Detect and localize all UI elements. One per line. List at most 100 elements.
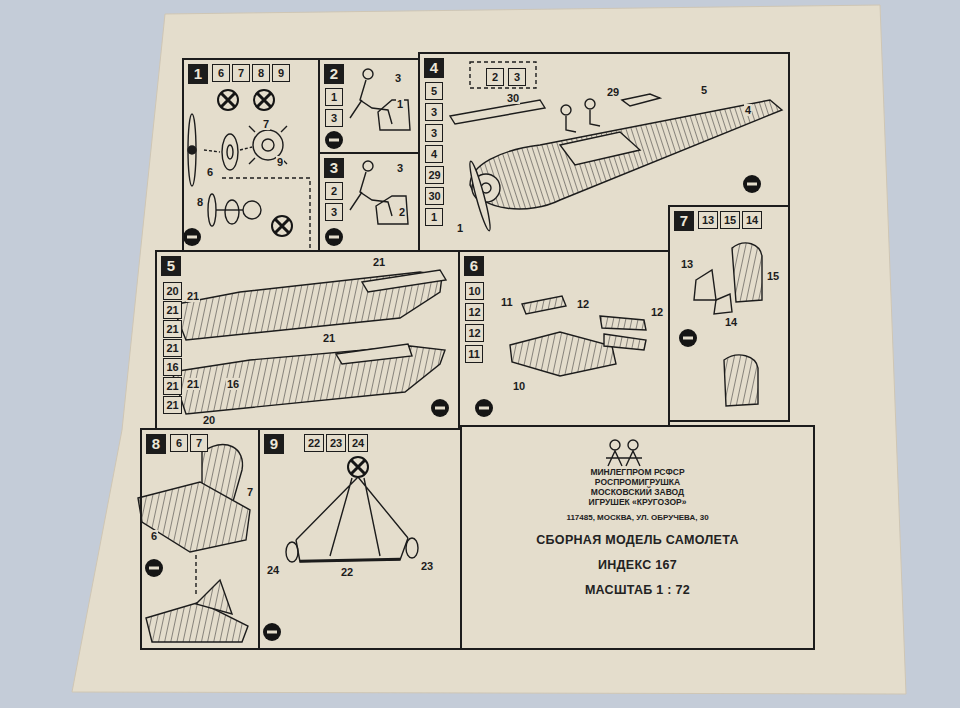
step-panel: 16789	[182, 58, 320, 252]
part-number-box: 1	[425, 208, 443, 226]
step-number: 4	[424, 58, 444, 78]
callout-number: 2	[398, 206, 406, 218]
part-number: 6	[218, 67, 224, 79]
part-number: 5	[431, 85, 437, 97]
callout-number: 24	[266, 564, 280, 576]
part-number-box: 21	[163, 377, 182, 395]
part-number: 12	[468, 306, 480, 318]
callout-number: 1	[456, 222, 464, 234]
callout-number: 30	[506, 92, 520, 104]
part-number-box: 21	[163, 320, 182, 338]
callout-number: 7	[262, 118, 270, 130]
callout-number: 6	[150, 530, 158, 542]
part-number: 24	[352, 437, 364, 449]
part-number-box: 7	[232, 64, 250, 82]
part-number-box: 12	[465, 324, 484, 342]
callout-number: 13	[680, 258, 694, 270]
part-number: 21	[166, 380, 178, 392]
callout-number: 3	[394, 72, 402, 84]
step-number: 3	[324, 158, 344, 178]
part-number: 22	[308, 437, 320, 449]
part-number: 3	[331, 112, 337, 124]
part-number: 6	[176, 437, 182, 449]
part-number-box: 14	[742, 211, 762, 229]
part-number: 14	[746, 214, 758, 226]
part-number-box: 10	[465, 282, 484, 300]
part-number-box: 1	[325, 88, 343, 106]
part-number-box: 24	[348, 434, 368, 452]
part-number: 13	[702, 214, 714, 226]
callout-number: 29	[606, 86, 620, 98]
part-number-box: 16	[163, 358, 182, 376]
step-number: 7	[674, 211, 694, 231]
step-panel: 9 22 23 24	[258, 428, 462, 650]
part-number-box: 6	[170, 434, 188, 452]
part-number: 21	[166, 323, 178, 335]
part-number: 15	[724, 214, 736, 226]
part-number: 3	[431, 106, 437, 118]
part-number-box: 30	[425, 187, 444, 205]
part-number: 7	[238, 67, 244, 79]
callout-number: 5	[700, 84, 708, 96]
part-number-box: 29	[425, 166, 444, 184]
part-number-box: 3	[425, 103, 443, 121]
callout-number: 21	[186, 378, 200, 390]
part-number: 2	[492, 71, 498, 83]
part-number-box: 2	[486, 68, 504, 86]
part-number: 21	[166, 399, 178, 411]
part-number-box: 3	[325, 109, 343, 127]
part-number-box: 3	[425, 124, 443, 142]
callout-number: 15	[766, 270, 780, 282]
part-number-box: 5	[425, 82, 443, 100]
part-number: 2	[331, 185, 337, 197]
callout-number: 3	[396, 162, 404, 174]
part-number-box: 21	[163, 339, 182, 357]
part-number-box: 20	[163, 282, 182, 300]
part-number-box: 8	[252, 64, 270, 82]
part-number: 1	[331, 91, 337, 103]
callout-number: 21	[372, 256, 386, 268]
step-panel: 7 13 15 14	[668, 205, 790, 422]
part-number: 9	[278, 67, 284, 79]
part-number: 3	[514, 71, 520, 83]
part-number-box: 12	[465, 303, 484, 321]
title-text: СБОРНАЯ МОДЕЛЬ САМОЛЕТА	[536, 532, 738, 548]
part-number: 12	[468, 327, 480, 339]
part-number: 1	[431, 211, 437, 223]
callout-number: 20	[202, 414, 216, 426]
callout-number: 1	[396, 98, 404, 110]
part-number: 30	[428, 190, 440, 202]
part-number-box: 23	[326, 434, 346, 452]
callout-number: 4	[744, 104, 752, 116]
part-number: 7	[196, 437, 202, 449]
callout-number: 9	[276, 156, 284, 168]
part-number: 3	[431, 127, 437, 139]
part-number-box: 22	[304, 434, 324, 452]
callout-number: 23	[420, 560, 434, 572]
part-number-box: 3	[325, 203, 343, 221]
step-panel: 5 20 21 21 21 16 21 21	[155, 250, 460, 430]
step-panel: 3 2 3	[318, 152, 420, 252]
callout-number: 7	[246, 486, 254, 498]
callout-number: 6	[206, 166, 214, 178]
part-number: 23	[330, 437, 342, 449]
callout-number: 12	[576, 298, 590, 310]
part-number: 3	[331, 206, 337, 218]
part-number-box: 21	[163, 396, 182, 414]
callout-number: 21	[186, 290, 200, 302]
step-number: 5	[161, 256, 181, 276]
step-number: 9	[264, 434, 284, 454]
callout-number: 12	[650, 306, 664, 318]
title-text: МИНЛЕГПРОМ РСФСР РОСПРОМИГРУШКА МОСКОВСК…	[573, 467, 703, 507]
part-number: 21	[166, 342, 178, 354]
callout-number: 8	[196, 196, 204, 208]
part-number-box: 15	[720, 211, 740, 229]
paper-sheet	[72, 5, 906, 694]
part-number: 11	[468, 348, 480, 360]
callout-number: 16	[226, 378, 240, 390]
part-number-box: 13	[698, 211, 718, 229]
part-number: 10	[468, 285, 480, 297]
step-number: 2	[324, 64, 344, 84]
part-number: 16	[166, 361, 178, 373]
step-panel: 2 1 3	[318, 58, 420, 154]
